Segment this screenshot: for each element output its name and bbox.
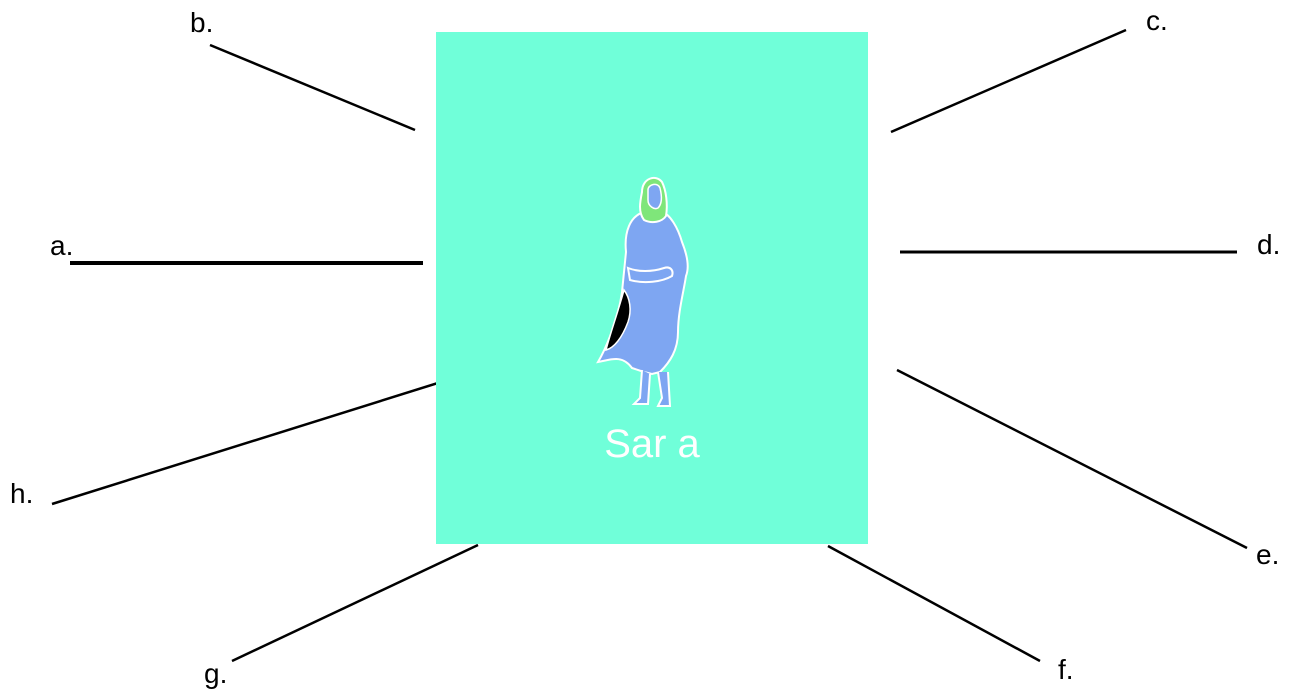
line-h [51,380,442,506]
line-f [827,544,1041,663]
label-e: e. [1256,539,1280,570]
label-d: d. [1257,229,1281,260]
label-h: h. [10,478,34,509]
label-a: a. [50,230,74,261]
line-b [209,43,416,132]
robe-shape [596,211,689,376]
robe-shadow [604,288,631,352]
line-e [896,368,1248,550]
legs-shape [631,369,672,407]
picture-card: Sar a [436,32,868,544]
line-c [890,28,1127,134]
arm-shape [626,266,674,284]
face-shape [647,183,663,210]
woman-in-robe-illustration [596,176,689,407]
line-g [231,543,479,663]
caption: Sar a [604,422,700,466]
label-g: g. [204,658,228,689]
label-f: f. [1058,654,1074,685]
label-b: b. [190,7,214,38]
label-c: c. [1146,5,1168,36]
